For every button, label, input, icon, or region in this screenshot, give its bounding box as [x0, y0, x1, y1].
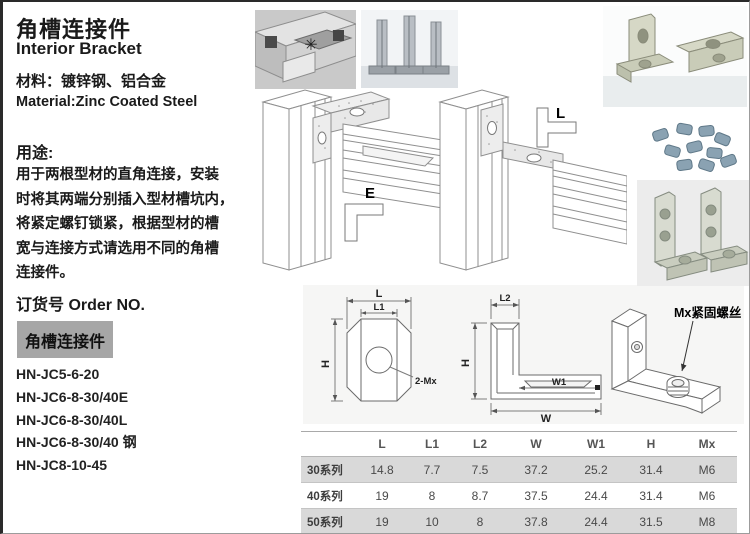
assembly-drawing-l: [438, 89, 628, 271]
set-screw-callout: Mx紧固螺丝: [674, 305, 742, 320]
col-L: L: [378, 437, 386, 451]
spec-table-header-row: L L1 L2 W W1 H Mx: [301, 431, 737, 457]
drawing-side-view: L2 H W1 W: [460, 293, 602, 423]
col-W: W: [530, 437, 542, 451]
part-number-list: HN-JC5-6-20 HN-JC6-8-30/40E HN-JC6-8-30/…: [16, 363, 137, 477]
dim-L: L: [376, 288, 383, 300]
corner-shape-e-icon: [344, 203, 384, 242]
dim-L2: L2: [499, 293, 510, 304]
category-box: 角槽连接件: [17, 321, 113, 358]
photo-brackets-pair: [603, 6, 747, 107]
page-subtitle: Interior Bracket: [16, 39, 142, 58]
material-label-en: Material:Zinc Coated Steel: [16, 94, 198, 110]
col-W1: W1: [587, 437, 605, 451]
table-row-40: 40系列 19 8 8.7 37.5 24.4 31.4 M6: [301, 483, 737, 509]
col-H: H: [646, 437, 656, 451]
bracket-type-e-label: E: [365, 185, 375, 202]
dim-H2: H: [460, 359, 472, 367]
drawing-isometric-view: Mx紧固螺丝: [610, 305, 742, 414]
col-Mx: Mx: [698, 437, 716, 451]
dim-H: H: [320, 360, 332, 368]
usage-text: 用于两根型材的直角连接，安装 时将其两端分别插入型材槽坑内， 将紧定螺钉锁紧，根…: [16, 167, 234, 281]
part-number: HN-JC6-8-30/40 钢: [16, 434, 137, 451]
photo-set-screws: [643, 118, 739, 178]
dim-W: W: [541, 413, 552, 423]
dim-L1: L1: [373, 302, 385, 313]
hole-callout: 2-Mx: [415, 376, 437, 387]
part-number: HN-JC8-10-45: [16, 457, 108, 474]
material-label-zh: 材料：镀锌钢、铝合金: [16, 73, 167, 90]
part-number: HN-JC6-8-30/40L: [16, 411, 128, 428]
technical-drawing-panel: L L1 H 2-Mx: [303, 285, 744, 424]
col-L2: L2: [472, 437, 487, 451]
page-title: 角槽连接件: [16, 17, 132, 42]
part-number: HN-JC5-6-20: [16, 366, 100, 382]
bracket-type-l-label: L: [556, 105, 565, 122]
profile-core-star: ✳: [304, 37, 317, 54]
photo-brackets-upright: [637, 180, 749, 286]
drawing-front-view: L L1 H 2-Mx: [320, 288, 437, 402]
table-row-30: 30系列 14.8 7.7 7.5 37.2 25.2 31.4 M6: [301, 457, 737, 483]
order-heading: 订货号 Order NO.: [16, 297, 145, 314]
corner-shape-l-icon: [536, 107, 577, 148]
usage-heading: 用途:: [16, 145, 54, 162]
spec-table: L L1 L2 W W1 H Mx 30系列 14.8 7.7 7.5 37.2…: [301, 431, 737, 533]
photo-profiles-standing: [361, 10, 458, 88]
category-label: 角槽连接件: [24, 333, 105, 351]
col-L1: L1: [424, 437, 439, 451]
table-row-50: 50系列 19 10 8 37.8 24.4 31.5 M8: [301, 509, 737, 533]
photo-profile-corner-joint: ✳: [255, 10, 356, 89]
assembly-drawings: E: [253, 88, 628, 286]
dim-W1: W1: [552, 377, 567, 388]
part-number: HN-JC6-8-30/40E: [16, 388, 129, 405]
